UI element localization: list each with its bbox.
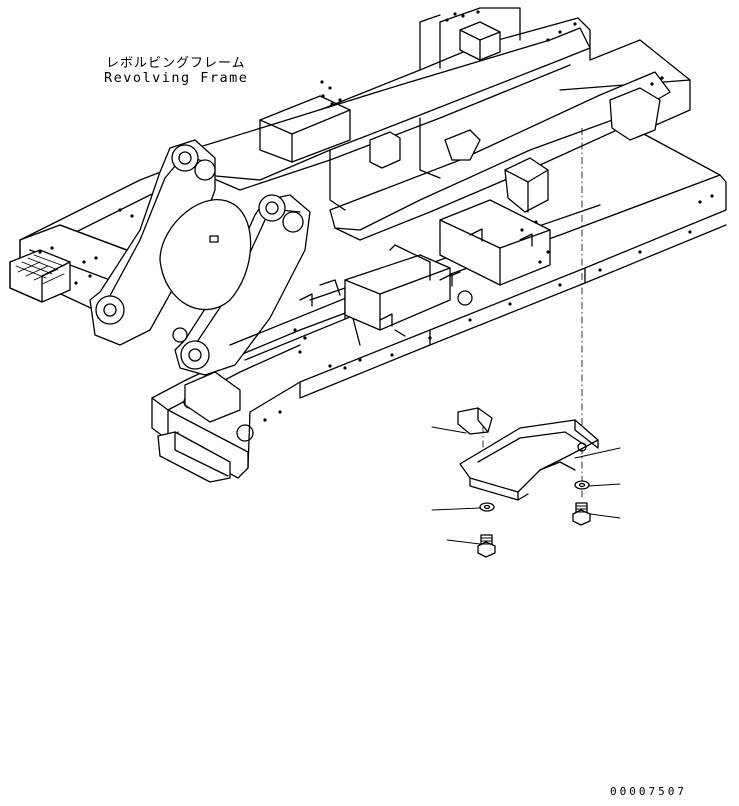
bolt-right [572,502,591,526]
cover-plate [459,419,599,501]
washer-right [574,480,590,490]
part-title-japanese: レボルビングフレーム [106,56,246,71]
boom-foot-bracket [89,139,311,376]
frame-hole-dots [38,10,714,422]
cover-bracket [457,407,493,470]
part-title-english: Revolving Frame [104,70,249,86]
callout-leaders [431,426,621,545]
drawing-number: 00007507 [610,785,687,798]
step-grating [9,249,71,303]
revolving-frame [9,7,727,483]
washer-left [479,502,495,512]
bolt-left [477,534,496,558]
